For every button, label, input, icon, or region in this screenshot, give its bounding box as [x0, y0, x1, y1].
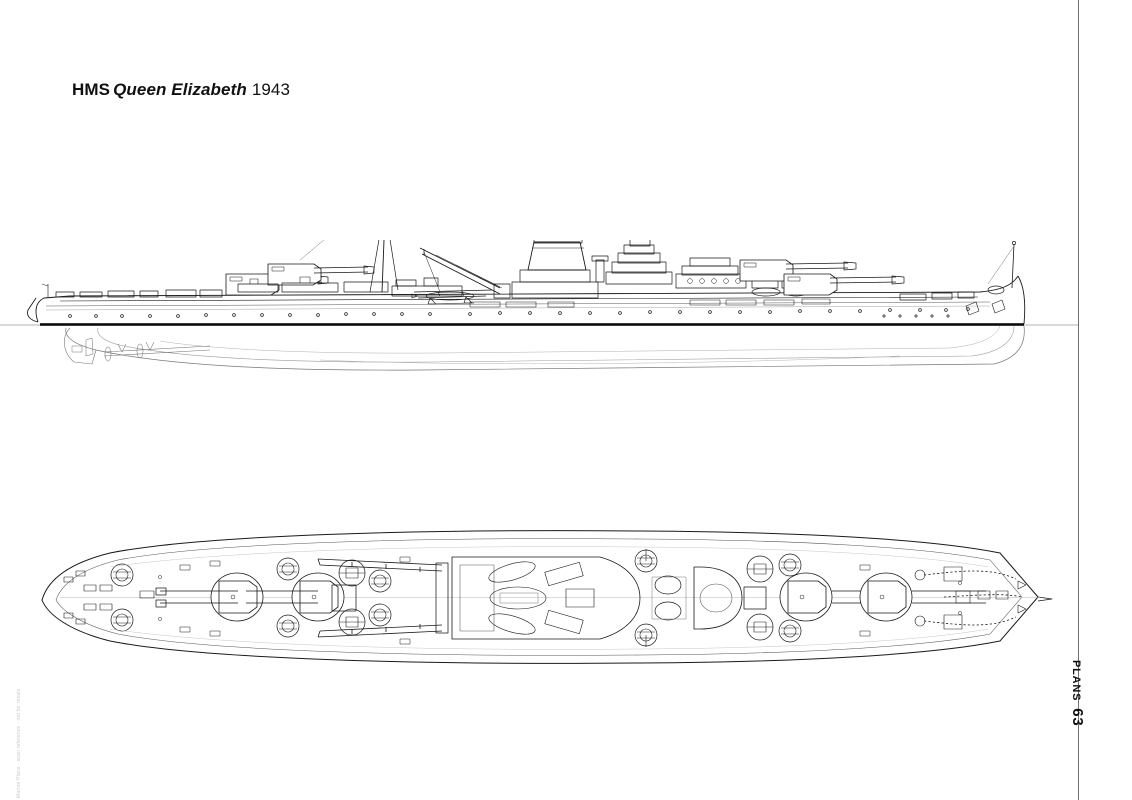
title-year: 1943: [251, 80, 291, 99]
page-footer: PLANS 63: [1069, 660, 1086, 770]
footer-section-label: PLANS: [1070, 660, 1082, 702]
deck-plan-drawing: [0, 505, 1078, 695]
page-margin-rule: [1078, 0, 1079, 800]
title-prefix: HMS: [72, 80, 111, 99]
title-ship-name: Queen Elizabeth: [113, 80, 247, 99]
edge-watermark: Marine Plans · scan reference · not for …: [16, 688, 22, 798]
footer-page-number: 63: [1069, 708, 1086, 727]
profile-elevation-drawing: [0, 240, 1078, 400]
